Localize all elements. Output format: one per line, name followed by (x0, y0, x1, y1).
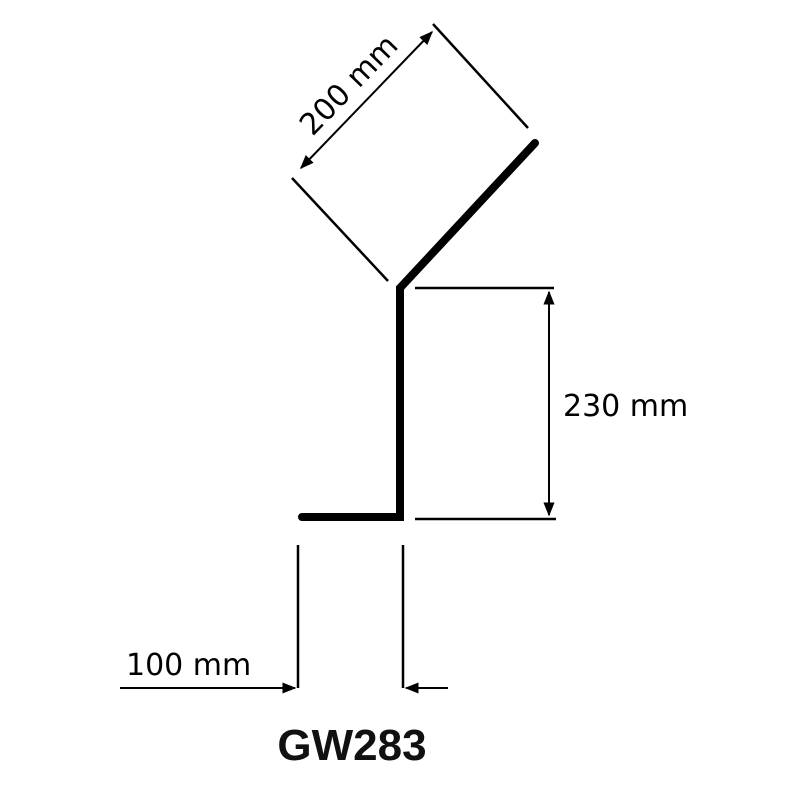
dimension-label-100: 100 mm (126, 648, 251, 683)
dimension-230: 230 mm (415, 286, 688, 521)
dimension-arrow (300, 30, 433, 170)
dimension-100: 100 mm (120, 545, 448, 694)
product-code: GW283 (277, 721, 426, 770)
extension-line (432, 23, 529, 129)
profile-shape (298, 139, 539, 521)
extension-line (291, 177, 389, 282)
dimension-label-200: 200 mm (293, 28, 405, 142)
dimension-200: 200 mm (291, 23, 529, 282)
dimension-label-230: 230 mm (563, 389, 688, 424)
